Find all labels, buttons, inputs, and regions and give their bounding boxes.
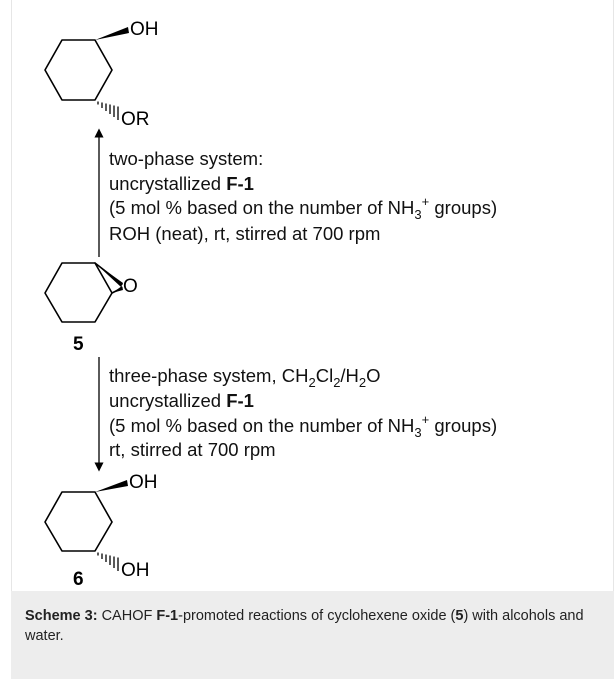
alkoxy-cyclohexanol-structure: OH OR	[44, 19, 159, 130]
caption-text-3: ) with alcohols and water.	[25, 608, 584, 644]
scheme-caption: Scheme 3: CAHOF F-1-promoted reactions o…	[11, 591, 614, 679]
epoxide-o-label: O	[123, 276, 138, 297]
upper-condition-line-3: (5 mol % based on the number of NH3+ gro…	[109, 194, 497, 222]
lower-condition-line-2: uncrystallized F-1	[109, 390, 254, 411]
compound-number-5: 5	[73, 334, 84, 355]
lower-condition-line-3: (5 mol % based on the number of NH3+ gro…	[109, 412, 497, 440]
ring-bonds-top	[44, 39, 113, 101]
oh-label-top: OH	[130, 19, 159, 40]
upper-conditions: two-phase system: uncrystallized F-1 (5 …	[109, 148, 497, 244]
caption-bold-f1: F-1	[156, 608, 179, 624]
or-label: OR	[121, 109, 150, 130]
caption-label: Scheme 3:	[25, 608, 98, 624]
oh-label-diol-top: OH	[129, 472, 158, 493]
upper-condition-line-4: ROH (neat), rt, stirred at 700 rpm	[109, 223, 380, 244]
oh-label-diol-bottom: OH	[121, 560, 150, 581]
wedge-bond-oh	[95, 27, 129, 40]
caption-bold-5: 5	[455, 608, 464, 624]
cyclohexanediol-structure: OH OH 6	[44, 472, 158, 590]
upper-condition-line-2: uncrystallized F-1	[109, 173, 254, 194]
reaction-scheme: OH OR two-phase system: uncrystallized F…	[44, 19, 497, 590]
lower-condition-line-4: rt, stirred at 700 rpm	[109, 439, 276, 460]
scheme-figure: OH OR two-phase system: uncrystallized F…	[11, 0, 614, 679]
ring-bonds-epoxide	[44, 262, 113, 323]
upper-condition-line-1: two-phase system:	[109, 148, 263, 169]
hashed-bond-oh-diol	[97, 552, 119, 571]
wedge-bond-oh-diol	[95, 480, 128, 492]
hashed-bond-or	[97, 101, 119, 120]
lower-conditions: three-phase system, CH2Cl2/H2O uncrystal…	[109, 365, 497, 460]
ring-bonds-diol	[44, 491, 113, 552]
cyclohexene-oxide-structure: O 5	[44, 262, 138, 355]
caption-text-1: CAHOF	[97, 608, 157, 624]
lower-condition-line-1: three-phase system, CH2Cl2/H2O	[109, 365, 381, 390]
compound-number-6: 6	[73, 569, 84, 590]
caption-text-2: -promoted reactions of cyclohexene oxide…	[178, 608, 456, 624]
